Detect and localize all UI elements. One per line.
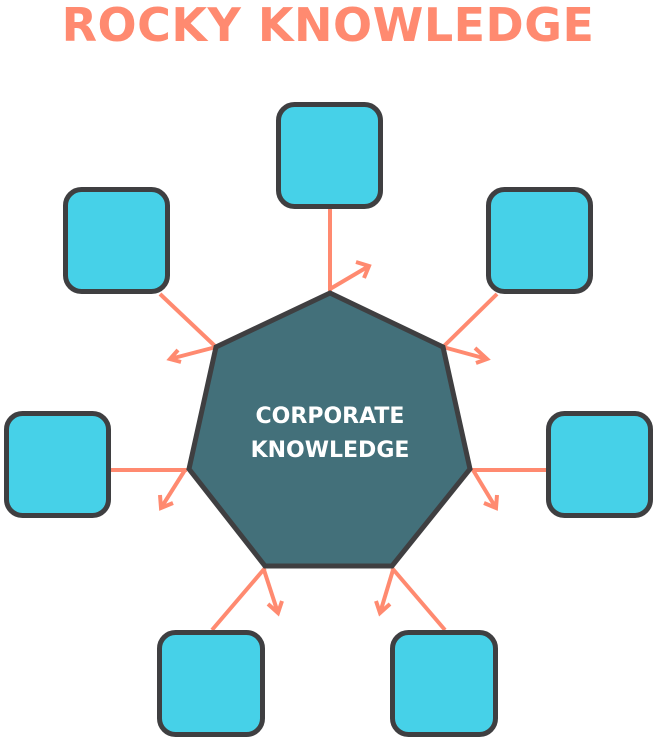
- connector-top: [328, 209, 372, 291]
- node-box-upper-left: [63, 187, 170, 294]
- node-box-right: [546, 411, 653, 518]
- node-box-left: [4, 411, 111, 518]
- center-label: CORPORATE KNOWLEDGE: [200, 400, 460, 468]
- connectors: [111, 209, 546, 632]
- center-label-line1: CORPORATE: [255, 404, 405, 429]
- connector-upper-left: [158, 292, 218, 364]
- diagram-title: ROCKY KNOWLEDGE: [61, 0, 595, 52]
- node-box-bottom-left: [157, 630, 265, 737]
- connector-bottom-right: [374, 566, 447, 632]
- connector-left: [111, 468, 187, 511]
- corporate-knowledge-heptagon: [186, 290, 473, 569]
- center-label-line2: KNOWLEDGE: [250, 438, 410, 463]
- node-box-top: [276, 102, 383, 209]
- connector-right: [471, 468, 546, 511]
- node-box-bottom-right: [390, 630, 498, 737]
- connector-upper-right: [441, 292, 499, 365]
- node-box-upper-right: [486, 187, 593, 294]
- connector-bottom-left: [210, 566, 284, 632]
